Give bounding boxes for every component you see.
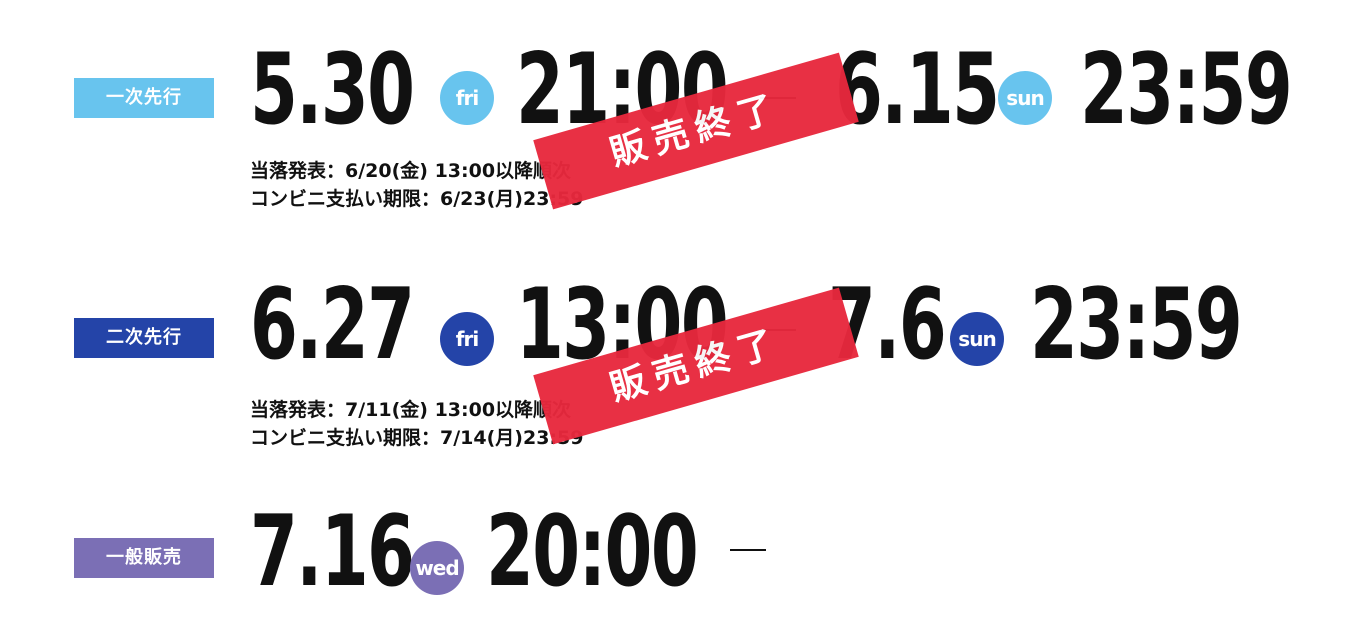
end-day-badge: sun [950,312,1004,366]
result-announcement: 当落発表：6/20(金) 13:00以降順次 [250,160,572,182]
sale-label-general: 一般販売 [74,538,214,578]
end-day-badge: sun [998,71,1052,125]
start-date: 5.30 [250,33,415,147]
start-day-badge: fri [440,71,494,125]
end-date: 6.15 [835,33,1000,147]
start-day-badge: wed [410,541,464,595]
sale-label-first: 一次先行 [74,78,214,118]
payment-deadline: コンビニ支払い期限：6/23(月)23:59 [250,188,584,210]
end-time: 23:59 [1080,33,1293,147]
payment-deadline: コンビニ支払い期限：7/14(月)23:59 [250,427,584,449]
start-date: 7.16 [250,495,415,609]
sale-label-second: 二次先行 [74,318,214,358]
result-announcement: 当落発表：7/11(金) 13:00以降順次 [250,399,572,421]
start-time: 20:00 [486,495,699,609]
range-dash [730,549,766,551]
start-date: 6.27 [250,268,415,382]
start-day-badge: fri [440,312,494,366]
end-time: 23:59 [1030,268,1243,382]
